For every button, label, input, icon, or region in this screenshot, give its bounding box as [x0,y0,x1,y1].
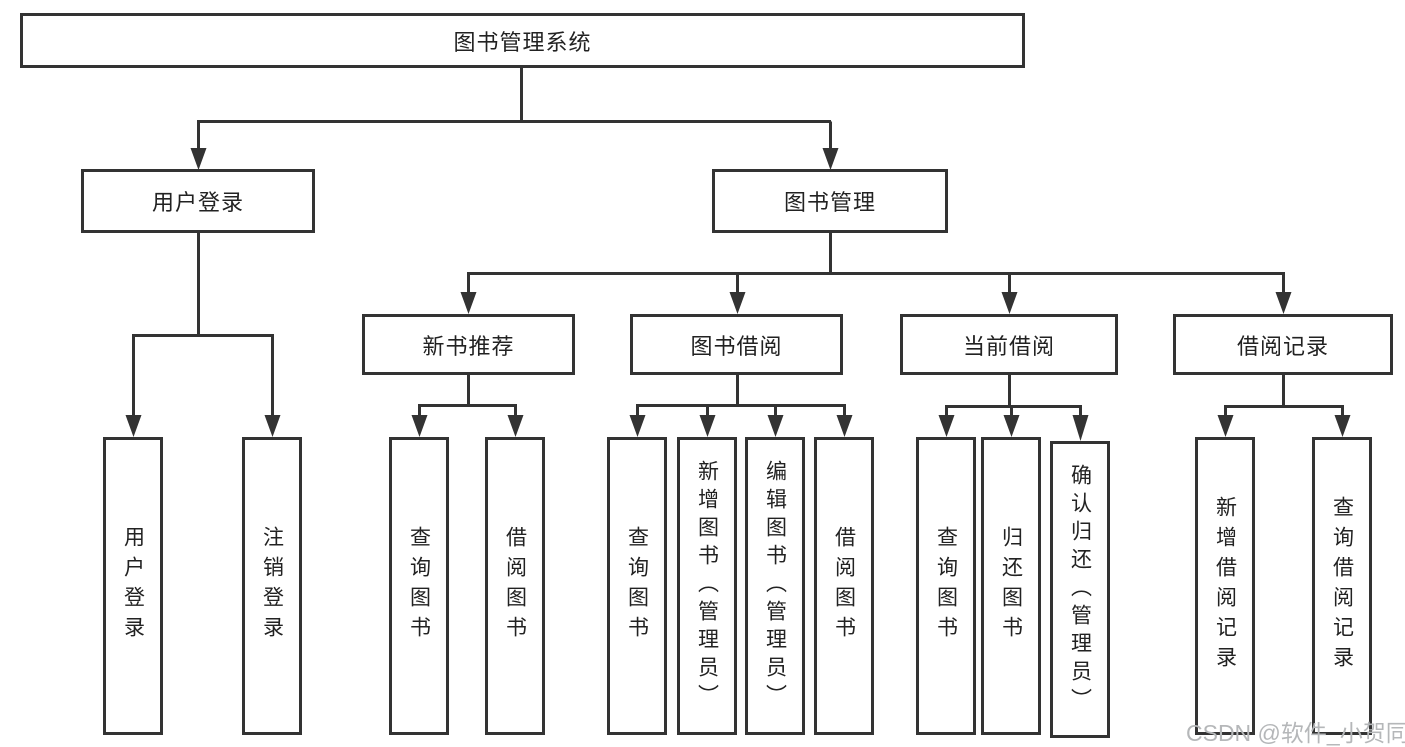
arrow-icon [699,415,716,437]
node-label: 查询借阅记录 [1330,496,1354,676]
edge-bookborrow-to-leaves [636,375,846,419]
node-borrow-records: 借阅记录 [1173,314,1393,375]
leaf-query-books-borrow: 查询图书 [607,437,667,735]
node-label: 当前借阅 [962,333,1055,359]
leaf-query-borrow-record: 查询借阅记录 [1312,437,1372,735]
node-book-borrow: 图书借阅 [630,314,843,375]
arrow-icon [729,292,746,314]
node-current-borrow: 当前借阅 [900,314,1118,375]
node-label: 归还图书 [999,526,1023,646]
node-label: 新书推荐 [422,333,515,359]
arrow-icon [411,415,428,437]
node-root-system: 图书管理系统 [20,13,1025,68]
leaf-confirm-return-admin: 确认归还（管理员） [1050,441,1110,738]
node-label: 新增图书（管理员） [695,460,719,712]
node-label: 查询图书 [625,526,649,646]
leaf-return-book: 归还图书 [981,437,1041,735]
leaf-query-books-current: 查询图书 [916,437,976,735]
node-label: 图书管理系统 [453,29,592,55]
node-new-book-recommend: 新书推荐 [362,314,575,375]
edge-newbook-to-leaves [418,375,517,419]
arrow-icon [507,415,524,437]
arrow-icon [1072,415,1089,441]
arrow-icon [822,148,839,170]
node-label: 查询图书 [407,526,431,646]
node-label: 确认归还（管理员） [1068,463,1092,716]
edge-currentborrow-to-leaves [945,375,1082,419]
arrow-icon [1001,292,1018,314]
arrow-icon [629,415,646,437]
leaf-borrow-books: 借阅图书 [814,437,874,735]
node-book-management: 图书管理 [712,169,948,233]
arrow-icon [460,292,477,314]
node-label: 借阅记录 [1236,333,1329,359]
arrow-icon [836,415,853,437]
node-label: 用户登录 [151,190,244,215]
arrow-icon [1334,415,1351,437]
leaf-user-login: 用户登录 [103,437,163,735]
edge-bookmgmt-to-level3 [467,233,1285,296]
node-label: 新增借阅记录 [1213,496,1237,676]
leaf-query-books-recommend: 查询图书 [389,437,449,735]
leaf-logout: 注销登录 [242,437,302,735]
node-label: 编辑图书（管理员） [763,460,787,712]
node-user-login: 用户登录 [81,169,315,233]
leaf-borrow-books-recommend: 借阅图书 [485,437,545,735]
node-label: 注销登录 [260,526,284,646]
arrow-icon [938,415,955,437]
leaf-add-book-admin: 新增图书（管理员） [677,437,737,735]
arrow-icon [264,415,281,437]
edge-root-to-level2 [197,68,832,152]
edge-userlogin-to-leaves [132,233,274,419]
arrow-icon [190,148,207,170]
arrow-icon [767,415,784,437]
leaf-add-borrow-record: 新增借阅记录 [1195,437,1255,735]
leaf-edit-book-admin: 编辑图书（管理员） [745,437,805,735]
csdn-watermark: CSDN @软件_小贺同学 [1186,720,1405,746]
node-label: 借阅图书 [832,526,856,646]
arrow-icon [1217,415,1234,437]
node-label: 查询图书 [934,526,958,646]
arrow-icon [1275,292,1292,314]
arrowheads [125,148,1351,441]
edge-borrowrecords-to-leaves [1224,375,1344,419]
arrow-icon [1003,415,1020,437]
arrow-icon [125,415,142,437]
node-label: 图书借阅 [690,333,783,359]
node-label: 用户登录 [121,526,145,646]
node-label: 图书管理 [783,190,876,215]
node-label: 借阅图书 [503,526,527,646]
